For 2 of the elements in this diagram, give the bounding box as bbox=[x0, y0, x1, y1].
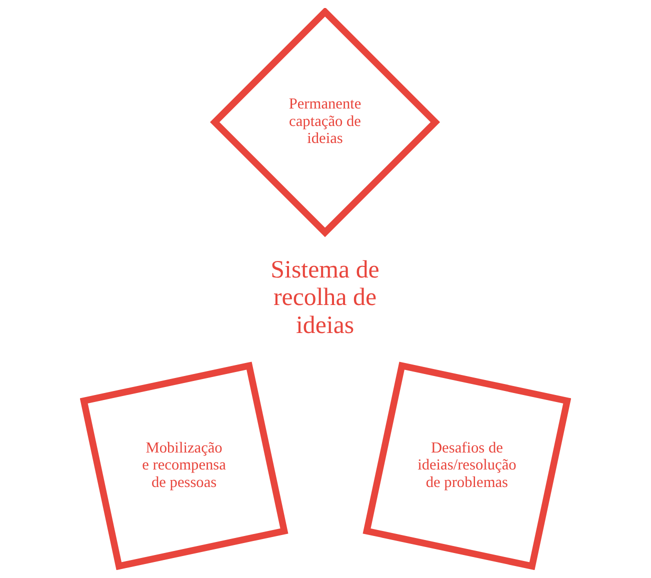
label: Sistema de recolha de ideias bbox=[270, 256, 380, 339]
node-diamond: Permanente captação de ideias bbox=[210, 8, 440, 238]
